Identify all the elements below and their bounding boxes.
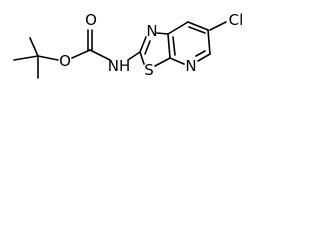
bond-tbutyl-methyl-top <box>29 37 39 57</box>
bond-c6-pyridine-n-inner <box>195 50 206 57</box>
bond-pyridine-n-c7a <box>169 57 185 65</box>
bond-c3a-c7a-inner <box>172 36 176 56</box>
bond-tbutyl-ester-o <box>37 55 59 61</box>
bond-tbutyl-methyl-left <box>13 55 39 61</box>
bond-c3a-c4 <box>167 21 189 35</box>
bond-c2-thiazole-s <box>139 51 145 65</box>
bond-c5-c6 <box>207 29 211 55</box>
bond-ester-o-carbonyl-c <box>71 49 91 59</box>
bond-amine-n-c2 <box>127 51 141 61</box>
atom-carbonyl-oxygen: O <box>85 11 97 29</box>
bond-c4-c5-inner <box>188 26 206 34</box>
bond-thiazole-s-c7a <box>154 57 171 67</box>
chemical-structure: O O NH N S N Cl <box>13 11 244 79</box>
atom-thiazole-sulfur: S <box>144 61 154 79</box>
atom-pyridine-nitrogen: N <box>185 57 196 75</box>
atom-thiazole-nitrogen: N <box>146 22 157 40</box>
bond-carbonyl-c-amine-n <box>89 49 111 61</box>
bond-c6-pyridine-n <box>197 53 211 62</box>
bond-c3a-c7a <box>167 33 171 59</box>
bond-thiazole-n-c3a <box>156 32 169 35</box>
bond-c2-thiazole-n-inner <box>144 40 151 55</box>
bond-c4-c5 <box>187 21 209 31</box>
atom-amine-nitrogen: NH <box>108 57 131 75</box>
bond-c6-chlorine <box>209 21 227 31</box>
atom-ester-oxygen: O <box>59 52 71 70</box>
bond-c2-thiazole-n <box>139 36 147 53</box>
atom-chlorine: Cl <box>229 11 244 29</box>
